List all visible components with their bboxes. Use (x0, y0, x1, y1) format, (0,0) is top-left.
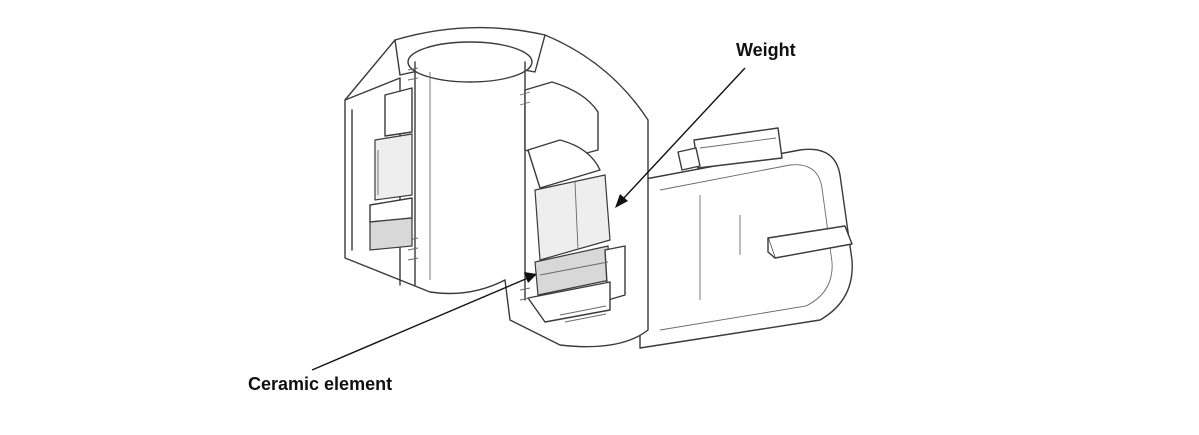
ceramic-element-leader-arrow (524, 272, 537, 283)
right-internal-stack (519, 81, 626, 323)
ceramic-element-leader-line (311, 277, 529, 371)
weight-label: Weight (736, 40, 796, 60)
weight-leader-arrow (615, 194, 628, 208)
connector-housing (639, 127, 853, 349)
weight-leader-line (621, 67, 746, 201)
ceramic-element-label: Ceramic element (248, 374, 393, 394)
left-internal-stack (369, 87, 413, 251)
weight-block (534, 174, 611, 261)
